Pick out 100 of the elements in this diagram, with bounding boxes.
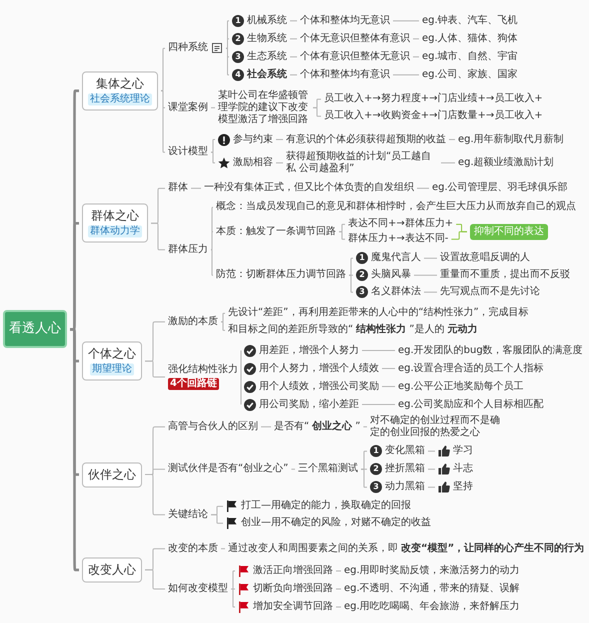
number-badge: 1 xyxy=(370,445,382,458)
number-badge: 2 xyxy=(370,463,382,476)
topic-text: 用公司奖励，缩小差距 xyxy=(259,398,359,411)
topic-text: 概念：当成员发现自己的意见和群体相悖时，会产生巨大压力从而放弃自己的观点 xyxy=(216,201,576,214)
number-badge: 2 xyxy=(356,269,368,282)
connector-line xyxy=(428,450,436,452)
connector-line xyxy=(240,376,242,406)
subtitle-tag: 社会系统理论 xyxy=(88,93,152,106)
connector-line xyxy=(336,606,342,608)
topic-text: 个体和整体均无意识 xyxy=(300,14,390,27)
subtopic-label: 群体压力 xyxy=(168,244,208,256)
topic-text: 打工—用确定的能力，换取确定的回报 xyxy=(241,500,411,512)
connector-line xyxy=(210,514,224,524)
topic-text: 一种没有集体正式，但又比个体负责的自发组织 xyxy=(204,182,414,194)
example-text: eg.城市、自然、宇宙 xyxy=(422,50,518,63)
topic-text: 表达不同+→群体压力+ xyxy=(348,218,454,230)
topic-text: 社会系统 xyxy=(247,68,287,81)
connector-line xyxy=(210,107,216,108)
topic-text: 群体压力+→表达不同- xyxy=(348,233,448,246)
example-text: eg.公平公正地奖励每个员工 xyxy=(398,380,524,393)
topic-text: 用差距，增强个人努力 xyxy=(259,344,359,356)
example-text: eg.公司奖励应和个人目标相匹配 xyxy=(398,398,544,411)
connector-line xyxy=(160,90,166,153)
connector-line xyxy=(336,588,342,590)
connector-line xyxy=(360,450,368,470)
topic-text: 激活正向增强回路 xyxy=(253,564,333,577)
connector-line xyxy=(210,139,216,153)
subtopic-label: 如何改变模型 xyxy=(168,583,228,595)
topic-title: 集体之心 xyxy=(96,76,144,92)
connector-line xyxy=(160,48,166,92)
root-box: 看透人心 xyxy=(3,310,67,348)
connector-line xyxy=(312,107,322,117)
connector-line xyxy=(360,468,368,488)
subtopic-label: 设计模型 xyxy=(168,146,208,158)
topic-text: 先设计“差距”，再利用差距带来的人心中的“结构性张力”，完成目标 xyxy=(228,307,529,320)
topic-box: 改变人心 xyxy=(82,557,142,582)
example-text: eg.超额业绩激励计划 xyxy=(458,156,554,169)
number-badge: 4 xyxy=(232,68,244,81)
connector-line xyxy=(220,321,226,331)
connector-line xyxy=(290,38,298,40)
topic-text: 增加安全调节回路 xyxy=(253,601,333,614)
topic-text: 个体有意识但整体无意识 xyxy=(300,50,410,63)
topic-text: 个体无意识但整体有意识 xyxy=(300,32,410,45)
topic-text: 斗志 xyxy=(453,463,473,476)
example-text: eg.公司、家族、国家 xyxy=(422,68,518,81)
topic-text: 员工收入+→努力程度+→门店业绩+→员工收入+ xyxy=(324,93,543,106)
subtopic-label: 高管与合伙人的区别 xyxy=(168,420,258,433)
connector-line xyxy=(290,20,298,22)
count-tag: 4个回路链 xyxy=(168,378,219,390)
topic-text: 学习 xyxy=(453,445,473,458)
connector-line xyxy=(290,56,298,58)
example-text: eg.开发团队的bug数，客服团队的满意度 xyxy=(398,344,583,356)
topic-text: 激励相容 xyxy=(233,156,273,169)
connector-line xyxy=(276,139,284,140)
topic-text: 设置故意唱反调的人 xyxy=(440,252,530,264)
connector-line xyxy=(360,468,368,470)
connector-line xyxy=(226,38,230,49)
topic-text: 个体和整体均有意识 xyxy=(300,68,390,81)
subtopic-label: 强化结构性张力 xyxy=(168,364,238,376)
connector-line xyxy=(412,56,420,58)
topic-text: 生物系统 xyxy=(247,32,287,45)
topic-text: 三个黑箱测试 xyxy=(298,463,358,476)
connector-line xyxy=(392,74,420,76)
connector-line xyxy=(382,368,396,370)
subtopic-label: 课堂案例 xyxy=(168,102,208,114)
topic-text: 魔鬼代言人 xyxy=(371,252,421,264)
topic-box: 伙伴之心 xyxy=(82,462,142,488)
connector-line xyxy=(160,90,166,108)
connector-line xyxy=(338,231,346,240)
topic-text: 切断负向增强回路 xyxy=(253,583,333,595)
topic-text: 和目标之间的差距所导致的“结构性张力”是人的元动力 xyxy=(228,324,478,336)
topic-text: 名义群体法 xyxy=(371,286,421,298)
connector-line xyxy=(190,188,202,189)
connector-line xyxy=(362,404,396,406)
connector-line xyxy=(290,468,296,470)
connector-line xyxy=(416,188,430,189)
topic-text: 通过改变人和周围要素之间的关系，即改变“模型”，让同样的心产生不同的行为 xyxy=(228,542,584,555)
subtopic-label: 激励的本质 xyxy=(168,316,218,328)
example-text: eg.钟表、汽车、飞机 xyxy=(422,14,518,27)
topic-text: 重量而不重质，提出而不反驳 xyxy=(440,269,570,282)
example-text: eg.不透明、不沟通，带来的猜疑、误解 xyxy=(344,583,520,595)
connector-line xyxy=(348,258,354,276)
connector-line xyxy=(226,48,230,76)
subtopic-label: 测试伙伴是否有“创业之心” xyxy=(168,463,288,476)
topic-text: 防范：切断群体压力调节回路 xyxy=(216,269,346,282)
topic-box xyxy=(82,204,148,243)
topic-text: 头脑风暴 xyxy=(371,269,411,282)
connector-line xyxy=(144,360,166,378)
number-badge: 2 xyxy=(232,32,244,45)
connector-line xyxy=(424,258,438,259)
connector-line xyxy=(392,20,420,22)
connector-line xyxy=(428,486,436,488)
topic-text: 参与约束 xyxy=(233,134,273,146)
topic-text: 机械系统 xyxy=(247,14,287,27)
connector-line xyxy=(348,274,354,293)
topic-text: 坚持 xyxy=(453,481,473,494)
connector-line xyxy=(362,350,396,351)
example-text: eg.用吃吃喝喝、年会旅游，来舒解压力 xyxy=(344,601,520,614)
topic-box xyxy=(82,71,158,110)
topic-box xyxy=(82,342,142,381)
